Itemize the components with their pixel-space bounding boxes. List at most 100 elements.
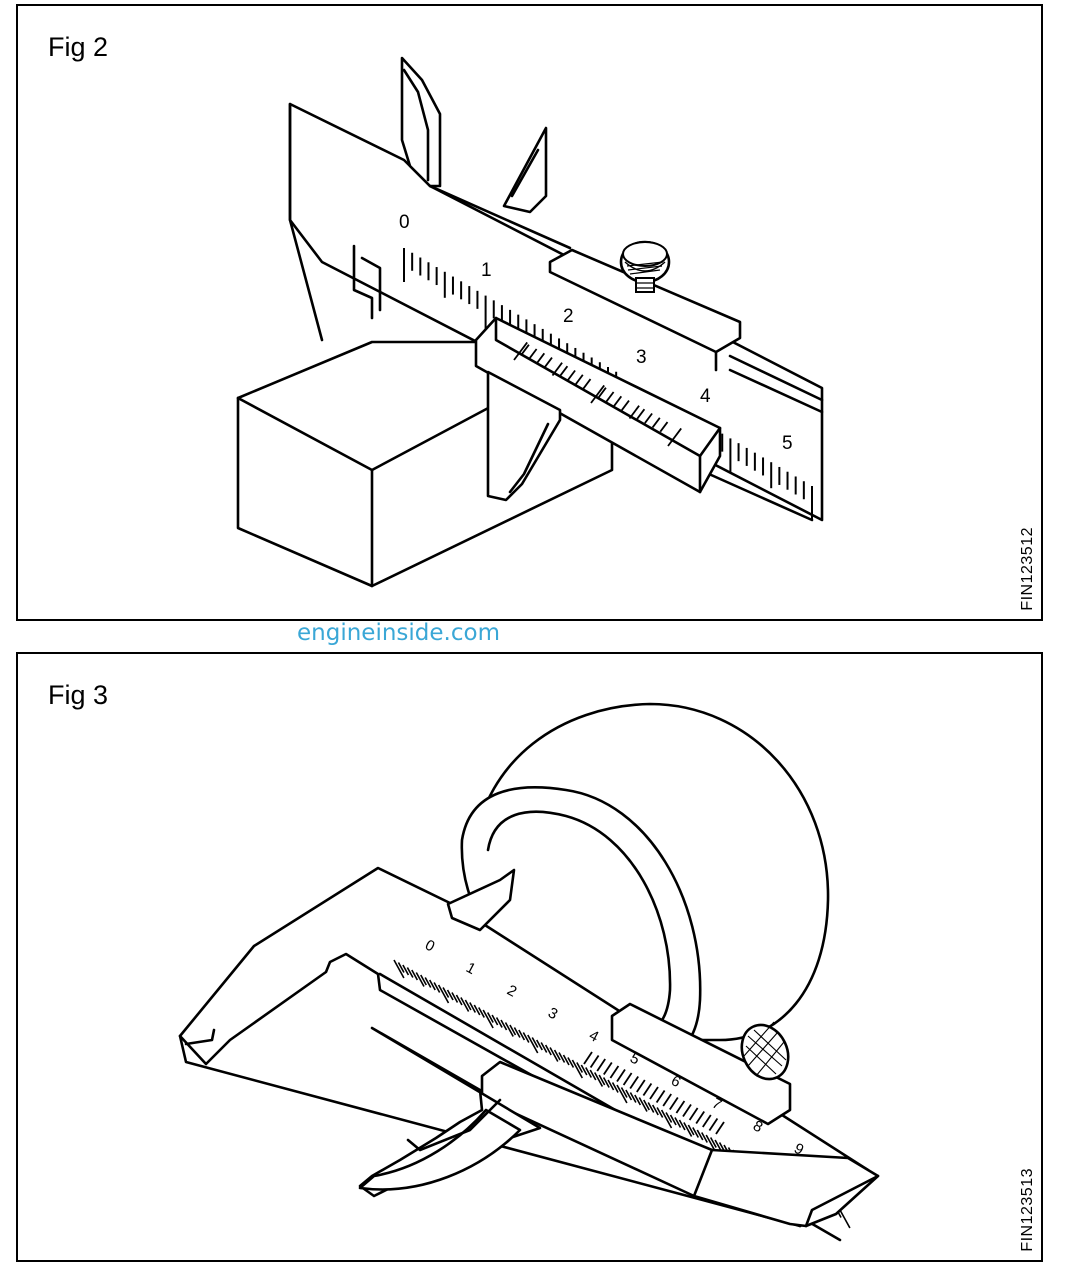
main-scale-label-4: 4 <box>700 386 711 407</box>
vernier-scale <box>513 341 682 447</box>
main-scale-tick <box>531 1037 539 1048</box>
main-scale-tick <box>629 1092 637 1103</box>
vernier-tick <box>582 378 592 390</box>
vernier-tick <box>667 427 682 447</box>
main-scale-tick <box>687 1124 695 1136</box>
main-scale-tick <box>647 1102 655 1113</box>
vernier-tick <box>520 344 530 355</box>
main-scale-tick <box>660 1109 673 1129</box>
main-scale-tick <box>451 992 459 1003</box>
main-scale-tick <box>544 1044 552 1056</box>
vernier-tick <box>662 1093 672 1107</box>
main-scale-tick <box>625 1089 633 1101</box>
main-scale-tick <box>513 1027 521 1038</box>
locking-screw-icon <box>619 240 671 293</box>
vernier-tick <box>659 421 669 433</box>
main-scale-tick <box>593 1072 604 1087</box>
vernier-tick <box>715 1121 725 1135</box>
figure-2-title: Fig 2 <box>48 32 109 62</box>
watermark-text: engineinside.com <box>297 620 500 646</box>
main-scale-tick <box>509 1024 517 1036</box>
vernier-tick <box>590 384 605 404</box>
main-scale-tick <box>478 1007 485 1018</box>
main-scale-tick <box>643 1099 650 1111</box>
main-scale-tick <box>411 969 419 981</box>
main-scale-tick <box>473 1004 481 1016</box>
vernier-tick <box>605 391 615 403</box>
vernier-tick <box>688 1107 699 1121</box>
main-scale-tick <box>536 1039 543 1051</box>
vernier-tick <box>603 1062 613 1075</box>
main-scale-label-2: 2 <box>563 306 574 327</box>
main-scale-tick <box>616 1084 628 1104</box>
main-scale-label-1: 1 <box>481 260 492 281</box>
vernier-tick <box>596 1058 606 1072</box>
main-scale-tick <box>602 1077 610 1088</box>
vernier-tick <box>551 362 563 377</box>
vernier-tick <box>636 408 646 420</box>
main-scale-tick <box>402 964 410 976</box>
vernier-tick <box>513 341 528 361</box>
main-scale-tick <box>482 1009 494 1029</box>
vernier-tick <box>544 357 553 368</box>
vernier-tick <box>622 1072 633 1086</box>
vernier-tick <box>702 1114 712 1128</box>
vernier-tick <box>536 352 546 364</box>
vernier-tick <box>695 1111 705 1124</box>
locking-screw-icon <box>740 1021 790 1081</box>
main-scale-tick <box>669 1114 677 1126</box>
main-scale-tick <box>678 1119 686 1131</box>
main-scale-tick <box>433 982 441 993</box>
main-scale-tick <box>598 1074 606 1086</box>
figure-3-title: Fig 3 <box>48 680 109 710</box>
pipe-workpiece <box>460 702 830 1062</box>
vernier-tick <box>574 374 584 385</box>
main-scale-tick <box>549 1047 559 1062</box>
main-scale-tick <box>518 1029 526 1041</box>
main-scale-tick <box>585 1067 592 1078</box>
main-scale-tick <box>446 989 454 1001</box>
main-scale-tick <box>589 1069 597 1081</box>
vernier-tick <box>682 1104 692 1117</box>
main-scale-tick <box>437 984 450 1004</box>
vernier-tick <box>616 1069 626 1082</box>
vernier-tick <box>609 1065 620 1079</box>
main-scale-tick <box>420 974 427 986</box>
main-scale-tick <box>406 967 414 978</box>
main-scale-tick <box>571 1059 584 1079</box>
main-scale-tick <box>701 1132 708 1143</box>
main-scale-tick <box>674 1117 682 1128</box>
main-scale-tick <box>567 1057 575 1068</box>
main-scale-tick <box>464 999 472 1011</box>
main-scale-tick <box>562 1054 570 1066</box>
vernier-tick <box>675 1100 686 1114</box>
main-scale-tick <box>638 1097 648 1112</box>
main-scale-label-0: 0 <box>399 212 410 233</box>
vernier-tick <box>644 412 653 424</box>
main-scale-tick <box>460 997 470 1012</box>
main-scale-tick <box>540 1042 548 1053</box>
main-scale-tick <box>491 1014 499 1026</box>
vernier-tick <box>528 348 538 360</box>
sliding-jaw <box>358 1002 880 1228</box>
main-scale-tick <box>469 1002 477 1013</box>
vernier-tick <box>708 1118 719 1131</box>
vernier-tick <box>628 405 640 420</box>
main-scale-tick <box>486 1012 494 1023</box>
main-scale-tick <box>656 1107 664 1118</box>
main-scale-tick <box>580 1064 588 1076</box>
main-scale-tick <box>455 994 463 1006</box>
main-scale-tick <box>839 1209 851 1229</box>
main-scale-tick <box>714 1139 722 1151</box>
main-scale-tick <box>393 959 405 979</box>
vernier-tick <box>621 400 630 411</box>
main-scale-label-5: 5 <box>782 433 793 454</box>
main-scale-tick <box>415 972 425 987</box>
vernier-tick <box>567 369 576 381</box>
main-scale-tick <box>428 979 436 991</box>
vernier-tick <box>636 1079 646 1093</box>
main-scale-tick <box>495 1017 503 1028</box>
main-scale-tick <box>558 1052 566 1063</box>
vernier-tick <box>649 1086 659 1100</box>
main-scale-tick <box>527 1034 539 1054</box>
